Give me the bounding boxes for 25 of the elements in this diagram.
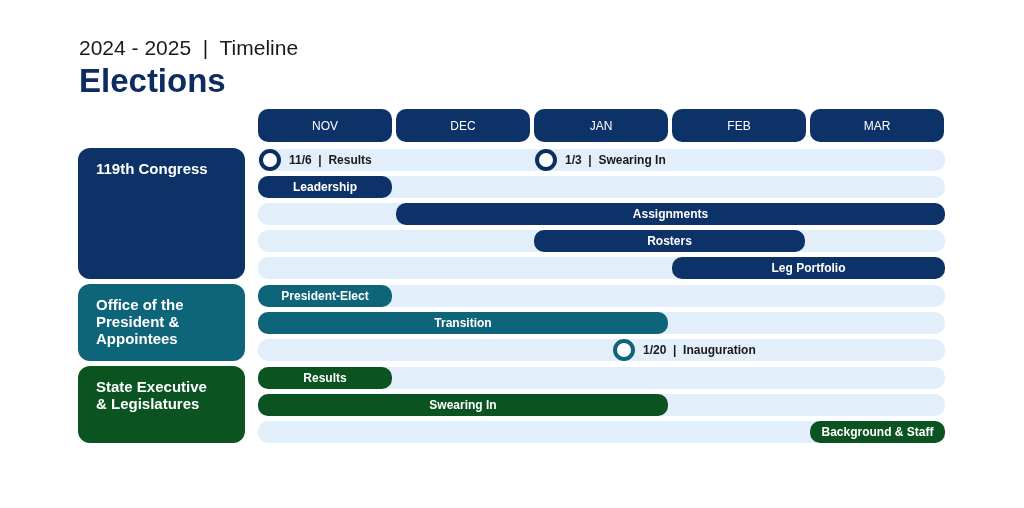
timeline-bar: Leg Portfolio (672, 257, 945, 279)
milestone-marker (613, 339, 635, 361)
title: Elections (79, 62, 226, 100)
group-header-box: State Executive & Legislatures (78, 366, 245, 443)
group-header-box: Office of the President & Appointees (78, 284, 245, 361)
month-header: JAN (534, 109, 668, 142)
timeline-bar: Background & Staff (810, 421, 945, 443)
milestone-label: 1/3 | Swearing In (565, 152, 666, 169)
timeline-bar: Swearing In (258, 394, 668, 416)
timeline-bar: Results (258, 367, 392, 389)
timeline-bar: Leadership (258, 176, 392, 198)
timeline-bar: President-Elect (258, 285, 392, 307)
milestone-label: 1/20 | Inauguration (643, 342, 756, 359)
month-header: NOV (258, 109, 392, 142)
milestone-marker (535, 149, 557, 171)
timeline-bar: Rosters (534, 230, 805, 252)
subtitle: 2024 - 2025 | Timeline (79, 36, 299, 60)
month-header: MAR (810, 109, 944, 142)
timeline-bar: Transition (258, 312, 668, 334)
milestone-label: 11/6 | Results (289, 152, 372, 169)
milestone-marker (259, 149, 281, 171)
group-header-box: 119th Congress (78, 148, 245, 279)
month-header: FEB (672, 109, 806, 142)
timeline-bar: Assignments (396, 203, 945, 225)
month-header: DEC (396, 109, 530, 142)
